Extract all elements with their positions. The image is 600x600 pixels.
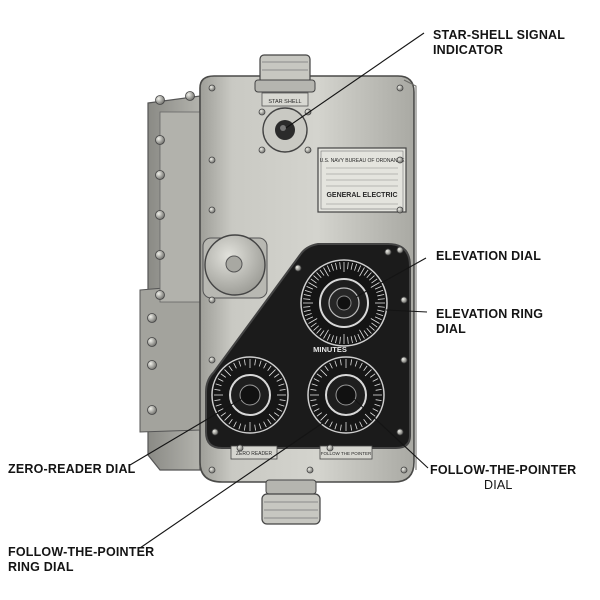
label-star-shell-line2: INDICATOR (433, 43, 504, 57)
bolt (208, 466, 216, 474)
label-elevation-dial-line1: ELEVATION DIAL (436, 249, 542, 263)
side-knob-housing (202, 234, 268, 299)
bolt (396, 428, 404, 436)
leader-follow-pointer-ring (139, 419, 328, 549)
label-follow-pointer-line2: DIAL (484, 478, 513, 492)
bolt (208, 156, 216, 164)
bottom-conduit-fitting (261, 479, 321, 525)
elevation-ring-ticks (303, 262, 385, 344)
bolt (306, 466, 314, 474)
bolt (326, 444, 334, 452)
leader-zero-reader (129, 397, 244, 466)
label-elevation-ring-line2: DIAL (436, 322, 466, 336)
housing-bolts (147, 84, 408, 474)
bolt (147, 360, 157, 370)
label-follow-pointer-ring-line2: RING DIAL (8, 560, 74, 574)
label-follow-pointer-line1: FOLLOW-THE-POINTER (430, 463, 577, 477)
top-conduit-fitting (254, 54, 316, 93)
nameplate-title: U.S. NAVY BUREAU OF ORDNANCE (320, 158, 405, 164)
bolt (185, 91, 195, 101)
leader-follow-pointer (352, 397, 429, 469)
label-follow-the-pointer-ring-dial: FOLLOW-THE-POINTER RING DIAL (8, 545, 154, 575)
elevation-dial (319, 278, 369, 328)
bolt (208, 84, 216, 92)
bolt (211, 428, 219, 436)
bolt (304, 146, 312, 154)
bolt (396, 246, 404, 254)
label-zero-reader-dial: ZERO-READER DIAL (8, 462, 136, 477)
bolt (155, 135, 165, 145)
bolt (396, 206, 404, 214)
follow-pointer-plate-text: FOLLOW THE POINTER (321, 451, 372, 456)
leader-elevation-dial (355, 257, 427, 298)
bolt (155, 95, 165, 105)
bolt (208, 296, 216, 304)
leader-elevation-ring (385, 309, 428, 313)
bolt (400, 466, 408, 474)
bolt (147, 405, 157, 415)
bolt (208, 356, 216, 364)
label-star-shell-signal-indicator: STAR-SHELL SIGNAL INDICATOR (433, 28, 565, 58)
follow-pointer-ring-ticks (310, 359, 382, 431)
bolt (147, 313, 157, 323)
label-elevation-dial: ELEVATION DIAL (436, 249, 541, 264)
bolt (258, 108, 266, 116)
minutes-label: MINUTES (313, 345, 347, 354)
nameplate-brand: GENERAL ELECTRIC (326, 192, 397, 199)
bolt (155, 250, 165, 260)
bolt (155, 170, 165, 180)
bolt (400, 356, 408, 364)
bolt (396, 84, 404, 92)
star-shell-plate-text: STAR SHELL (268, 99, 301, 105)
bolt (155, 210, 165, 220)
label-follow-the-pointer-dial: FOLLOW-THE-POINTER DIAL (430, 463, 576, 493)
bolt (155, 290, 165, 300)
left-side-flange (139, 95, 201, 471)
label-star-shell-line1: STAR-SHELL SIGNAL (433, 28, 566, 42)
leader-lines (129, 32, 429, 549)
bolt (384, 248, 392, 256)
label-elevation-ring-line1: ELEVATION RING (436, 307, 544, 321)
follow-the-pointer-dial (307, 356, 385, 434)
zero-reader-dial (211, 356, 289, 434)
label-zero-reader-line1: ZERO-READER DIAL (8, 462, 136, 476)
label-follow-pointer-ring-line1: FOLLOW-THE-POINTER (8, 545, 155, 559)
zero-reader-ticks (214, 359, 286, 431)
nameplate (317, 147, 407, 213)
bolt (147, 337, 157, 347)
leader-star-shell (285, 32, 425, 129)
bolt (396, 156, 404, 164)
bolt (208, 206, 216, 214)
zero-reader-plate-text: ZERO READER (236, 451, 273, 457)
bolt (400, 296, 408, 304)
bolt (294, 264, 302, 272)
bolt (236, 444, 244, 452)
bolt (258, 146, 266, 154)
label-elevation-ring-dial: ELEVATION RING DIAL (436, 307, 543, 337)
